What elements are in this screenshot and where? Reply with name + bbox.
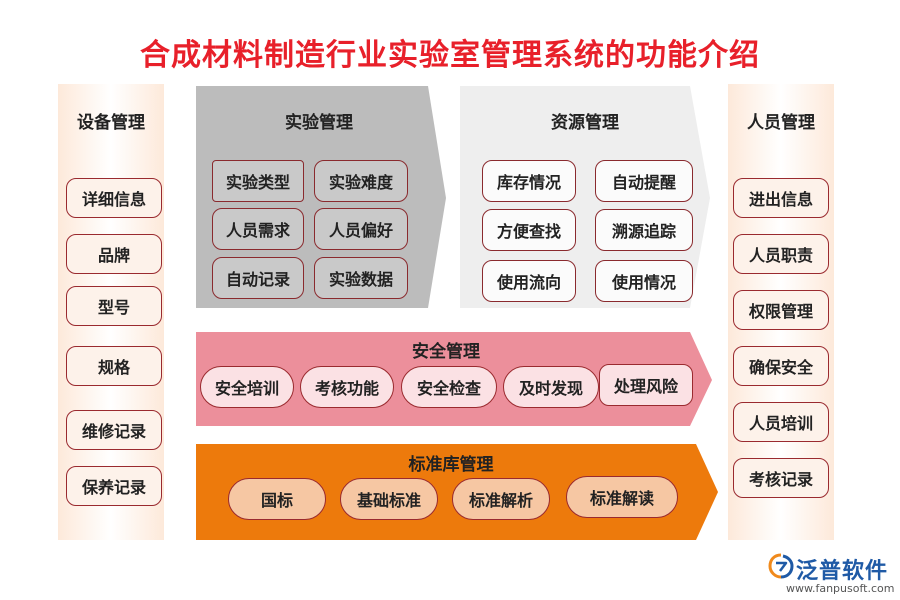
resource-band-arrow (460, 86, 710, 308)
experiment-item[interactable]: 实验数据 (314, 257, 408, 299)
resource-item[interactable]: 使用情况 (595, 260, 693, 302)
equipment-item[interactable]: 型号 (66, 286, 162, 326)
experiment-header: 实验管理 (285, 113, 353, 133)
resource-header: 资源管理 (551, 113, 619, 133)
equipment-item[interactable]: 详细信息 (66, 178, 162, 218)
safety-item[interactable]: 及时发现 (503, 366, 599, 408)
experiment-item[interactable]: 实验难度 (314, 160, 408, 202)
resource-item[interactable]: 自动提醒 (595, 160, 693, 202)
resource-item[interactable]: 库存情况 (482, 160, 576, 202)
personnel-item[interactable]: 确保安全 (733, 346, 829, 386)
equipment-item[interactable]: 保养记录 (66, 466, 162, 506)
safety-item[interactable]: 安全培训 (200, 366, 294, 408)
experiment-item[interactable]: 实验类型 (212, 160, 304, 202)
standards-item[interactable]: 标准解析 (452, 478, 550, 520)
personnel-item[interactable]: 考核记录 (733, 458, 829, 498)
experiment-item[interactable]: 人员偏好 (314, 208, 408, 250)
safety-item[interactable]: 处理风险 (599, 364, 693, 406)
safety-item[interactable]: 考核功能 (300, 366, 394, 408)
resource-item[interactable]: 方便查找 (482, 209, 576, 251)
standards-item[interactable]: 国标 (228, 478, 326, 520)
equipment-item[interactable]: 维修记录 (66, 410, 162, 450)
personnel-item[interactable]: 人员职责 (733, 234, 829, 274)
equipment-item[interactable]: 品牌 (66, 234, 162, 274)
resource-item[interactable]: 溯源追踪 (595, 209, 693, 251)
personnel-item[interactable]: 人员培训 (733, 402, 829, 442)
safety-header: 安全管理 (412, 342, 480, 362)
safety-item[interactable]: 安全检查 (401, 366, 497, 408)
personnel-header: 人员管理 (747, 113, 815, 133)
resource-item[interactable]: 使用流向 (482, 260, 576, 302)
brand-url: www.fanpusoft.com (786, 582, 895, 595)
equipment-header: 设备管理 (77, 113, 145, 133)
standards-item[interactable]: 基础标准 (340, 478, 438, 520)
experiment-item[interactable]: 自动记录 (212, 257, 304, 299)
fanpu-logo-icon (768, 553, 794, 579)
standards-item[interactable]: 标准解读 (566, 476, 678, 518)
page-title: 合成材料制造行业实验室管理系统的功能介绍 (140, 38, 760, 73)
brand-logo-text: 泛普软件 (796, 559, 889, 584)
equipment-item[interactable]: 规格 (66, 346, 162, 386)
personnel-item[interactable]: 进出信息 (733, 178, 829, 218)
personnel-item[interactable]: 权限管理 (733, 290, 829, 330)
experiment-item[interactable]: 人员需求 (212, 208, 304, 250)
standards-header: 标准库管理 (408, 455, 494, 475)
